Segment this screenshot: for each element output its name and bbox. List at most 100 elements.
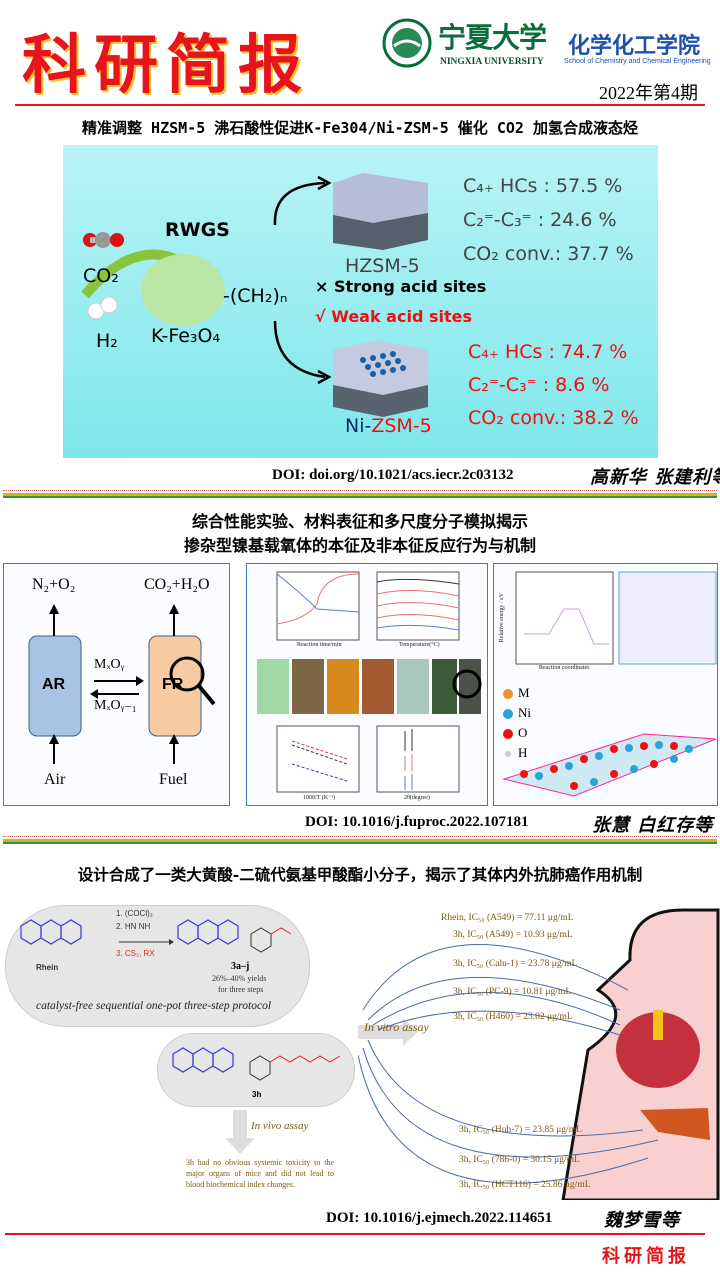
hzsm5-result-olefin: C₂⁼-C₃⁼ : 24.6 % — [463, 209, 617, 231]
protocol-label: catalyst-free sequential one-pot three-s… — [36, 1000, 272, 1012]
zsm5-label: ZSM-5 — [371, 415, 432, 437]
college-name-cn: 化学化工学院 — [568, 34, 701, 59]
air-label: Air — [44, 771, 66, 788]
rhein-label: Rhein — [36, 963, 59, 972]
issue-number: 2022年第4期 — [599, 83, 698, 103]
tpr-x-label: Temperature(°C) — [399, 642, 440, 648]
article3-doi[interactable]: DOI: 10.1016/j.ejmech.2022.114651 — [326, 1210, 553, 1226]
molecule-structures — [20, 919, 292, 953]
compound-3h-structure — [172, 1047, 341, 1081]
strong-acid-label: × Strong acid sites — [315, 277, 487, 296]
university-seal-icon — [382, 18, 432, 68]
invivo-label: In vivo assay — [251, 1120, 309, 1132]
invitro-label: In vitro assay — [364, 1020, 429, 1034]
article1-figure: CO₂ H₂ RWGS K-Fe₃O₄ -(CH₂)ₙ HZSM-5 Ni-ZS… — [63, 145, 658, 458]
trachea-icon — [653, 1010, 663, 1040]
yields-label: 26%–40% yields — [212, 974, 267, 983]
down-arrow-icon — [225, 1110, 255, 1154]
compound-3h-box: 3h — [157, 1033, 355, 1107]
chain-label: -(CH₂)ₙ — [223, 285, 288, 307]
fr-label: FR — [162, 676, 184, 693]
footer-divider — [5, 1233, 705, 1235]
liver-icon — [640, 1108, 710, 1140]
dft-graphics — [502, 571, 717, 797]
article1-doi[interactable]: DOI: doi.org/10.1021/acs.iecr.2c03132 — [272, 467, 514, 483]
arrhenius-x-label: 1000/T (K⁻¹) — [303, 795, 336, 801]
ic50-value: Rhein, IC₅₀ (A549) = 77.11 μg/mL — [441, 913, 574, 923]
mxoy1-label: MₓOᵧ₋₁ — [94, 698, 137, 713]
tga-x-label: Reaction time/min — [297, 642, 342, 648]
catalyst-sphere — [141, 254, 225, 326]
n2o2-label: N₂+O₂ — [32, 576, 76, 593]
legend-ni: Ni — [518, 705, 531, 720]
university-name-en: NINGXIA UNIVERSITY — [440, 57, 544, 67]
hzsm5-result-conv: CO₂ conv.: 37.7 % — [463, 243, 634, 265]
magnifier-icon — [452, 669, 482, 699]
article1-authors: 高新华 张建利等 — [590, 467, 720, 488]
co2-molecule-icon — [83, 232, 124, 248]
article2-title-line2: 掺杂型镍基载氧体的本征及非本征反应行为与机制 — [183, 536, 536, 555]
college-name-en: School of Chemistry and Chemical Enginee… — [564, 58, 711, 65]
ic50-h460: 3h, IC₅₀ (H460) = 23.02 μg/mL — [453, 1012, 573, 1022]
compound-3h-label: 3h — [252, 1090, 262, 1099]
arrow-up — [273, 181, 326, 226]
rwgs-label: RWGS — [165, 219, 230, 241]
chemical-looping-panel: N₂+O₂ CO₂+H₂O AR FR MₓOᵧ MₓOᵧ₋₁ Air Fuel — [3, 563, 230, 806]
footer-brand: 科研简报 — [602, 1246, 690, 1267]
ni-zsm5-crystal-icon — [333, 340, 428, 417]
brand-title: 科研简报 — [22, 29, 310, 103]
ic50-a549: 3h, IC₅₀ (A549) = 10.93 μg/mL — [453, 930, 573, 940]
ic50-786-0: 3h, IC₅₀ (786-0) = 30.15 μg/mL — [459, 1155, 580, 1165]
magnifier-icon — [169, 656, 216, 706]
reaction-scheme-graphics — [81, 173, 428, 417]
article2-authors: 张慧 白红存等 — [592, 815, 714, 836]
step-2: 2. HN NH — [116, 922, 151, 931]
co2-label: CO₂ — [83, 265, 119, 287]
ni-result-c4: C₄₊ HCs : 74.7 % — [468, 341, 628, 363]
ic50-calu1: 3h, IC₅₀ (Calu-1) = 23.78 μg/mL — [453, 959, 578, 969]
ni-result-conv: CO₂ conv.: 38.2 % — [468, 407, 639, 429]
step-1: 1. (COCl)₂ — [116, 909, 153, 918]
header-divider — [15, 104, 705, 106]
ic50-rhein: Rhein, IC₅₀ (A549) = 77.11 μg/mL — [441, 913, 574, 923]
product-label: 3a–j — [231, 961, 250, 972]
ni-result-olefin: C₂⁼-C₃⁼ : 8.6 % — [468, 374, 610, 396]
characterization-plots — [257, 571, 482, 793]
article2-title-line1: 综合性能实验、材料表征和多尺度分子模拟揭示 — [191, 512, 528, 531]
step-3: 3. CS₂, RX — [116, 949, 155, 958]
synthesis-scheme: 1. (COCl)₂ 2. HN NH 3. CS₂, RX Rhein 3a–… — [5, 905, 310, 1027]
invitro-graphic — [358, 908, 720, 1200]
article2-doi[interactable]: DOI: 10.1016/j.fuproc.2022.107181 — [305, 814, 529, 830]
ni-label: Ni- — [345, 415, 372, 437]
hzsm5-label: HZSM-5 — [345, 255, 420, 277]
ic50-huh7: 3h, IC₅₀ (Huh-7) = 23.85 μg/mL — [459, 1125, 582, 1135]
energy-y-label: Relative energy / eV — [499, 592, 506, 643]
fuel-label: Fuel — [159, 771, 188, 788]
ar-label: AR — [42, 676, 66, 693]
mxoy-label: MₓOᵧ — [94, 657, 125, 672]
reactor-diagram — [28, 604, 216, 764]
catalyst-label: K-Fe₃O₄ — [151, 325, 221, 347]
sample-photos — [257, 659, 481, 714]
crystal-lattice — [502, 733, 717, 797]
university-name-cn: 宁夏大学 — [438, 21, 547, 54]
h2-label: H₂ — [96, 330, 118, 352]
weak-acid-label: √ Weak acid sites — [315, 307, 472, 326]
invivo-text: 3h had no obvious systemic toxicity to t… — [186, 1158, 334, 1189]
section-divider — [3, 836, 717, 842]
article3-authors: 魏梦雪等 — [604, 1210, 680, 1231]
legend-h: H — [518, 745, 528, 760]
hzsm5-result-c4: C₄₊ HCs : 57.5 % — [463, 175, 623, 197]
characterization-panel: Reaction time/min Temperature(°C) 1000/T… — [246, 563, 488, 806]
hzsm5-crystal-icon — [333, 173, 428, 250]
legend-o: O — [518, 725, 528, 740]
ic50-hct116: 3h, IC₅₀ (HCT116) = 25.86 μg/mL — [459, 1180, 591, 1190]
h2-molecule-icon — [87, 296, 118, 320]
article1-title: 精准调整 HZSM-5 沸石酸性促进K-Fe304/Ni-ZSM-5 催化 CO… — [82, 119, 638, 137]
legend-m: M — [518, 685, 530, 700]
co2h2o-label: CO₂+H₂O — [144, 576, 210, 593]
xrd-x-label: 2θ(degree) — [404, 795, 430, 801]
energy-x-label: Reaction coordinates — [539, 665, 590, 671]
dft-panel: M Ni O H Reaction coordinates Relative e… — [493, 563, 718, 806]
yields-label-2: for three steps — [218, 985, 264, 994]
